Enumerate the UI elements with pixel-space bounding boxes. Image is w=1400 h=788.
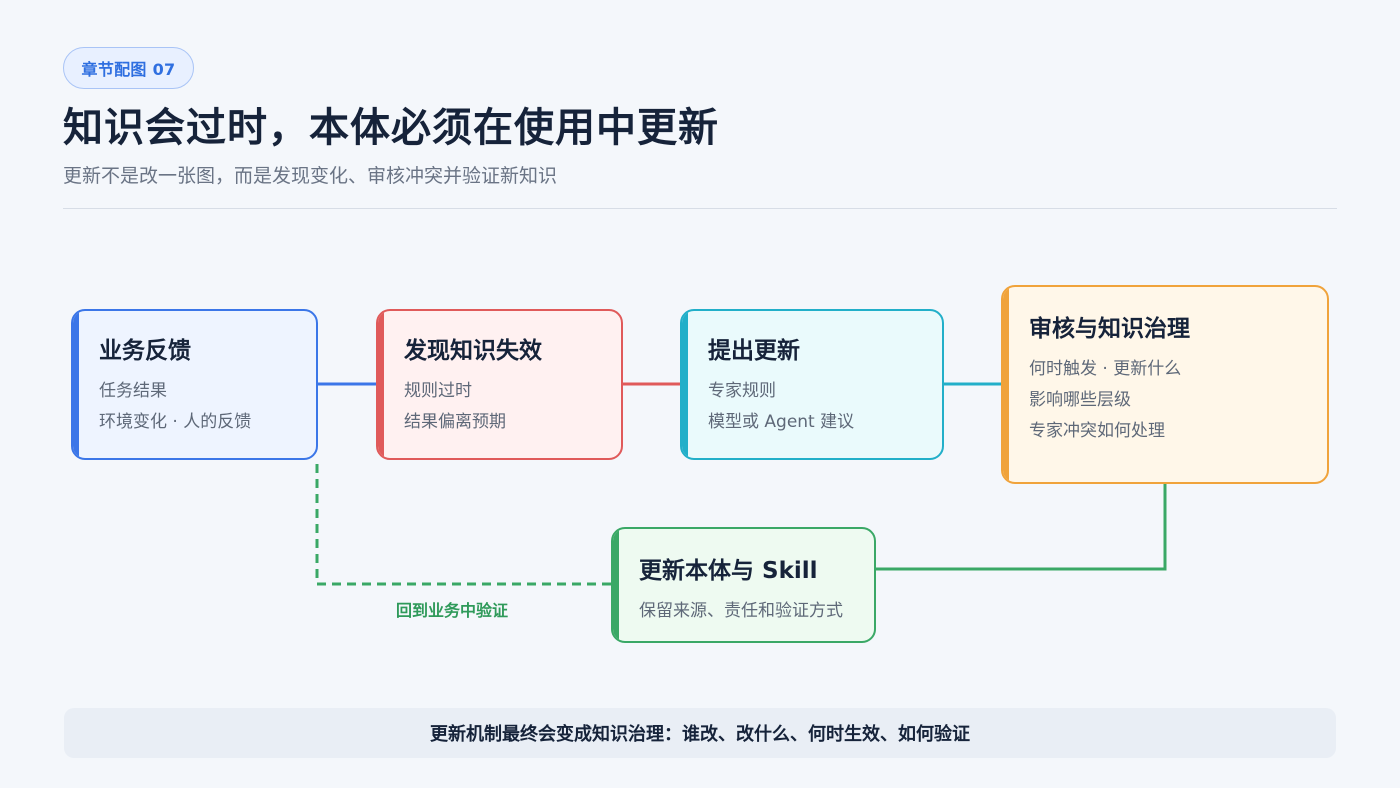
connector-review-update [876, 484, 1167, 571]
node-knowledge-failure: 发现知识失效 规则过时 结果偏离预期 [376, 309, 623, 460]
node-line: 何时触发 · 更新什么 [1029, 359, 1182, 379]
node-line: 结果偏离预期 [404, 412, 506, 432]
node-accent-bar [1003, 287, 1009, 482]
footer-summary: 更新机制最终会变成知识治理：谁改、改什么、何时生效、如何验证 [64, 708, 1336, 758]
page-title: 知识会过时，本体必须在使用中更新 [63, 105, 719, 151]
node-line: 环境变化 · 人的反馈 [99, 412, 252, 432]
node-line: 模型或 Agent 建议 [708, 412, 855, 432]
page-subtitle: 更新不是改一张图，而是发现变化、审核冲突并验证新知识 [63, 165, 558, 187]
header-divider [63, 208, 1337, 209]
node-review-governance: 审核与知识治理 何时触发 · 更新什么 影响哪些层级 专家冲突如何处理 [1001, 285, 1329, 484]
node-accent-bar [613, 529, 619, 641]
node-business-feedback: 业务反馈 任务结果 环境变化 · 人的反馈 [71, 309, 318, 460]
node-line: 保留来源、责任和验证方式 [639, 601, 843, 621]
chapter-badge: 章节配图 07 [63, 47, 194, 89]
node-accent-bar [73, 311, 79, 458]
node-title: 发现知识失效 [404, 338, 542, 364]
node-accent-bar [378, 311, 384, 458]
node-title: 更新本体与 Skill [639, 558, 818, 584]
node-line: 影响哪些层级 [1029, 390, 1131, 410]
node-title: 业务反馈 [99, 338, 191, 364]
node-line: 专家冲突如何处理 [1029, 421, 1165, 441]
node-line: 任务结果 [99, 381, 167, 401]
node-propose-update: 提出更新 专家规则 模型或 Agent 建议 [680, 309, 944, 460]
node-line: 规则过时 [404, 381, 472, 401]
connector-loop-back-dashed [315, 460, 611, 586]
node-title: 提出更新 [708, 338, 800, 364]
node-accent-bar [682, 311, 688, 458]
node-title: 审核与知识治理 [1029, 316, 1190, 342]
loop-back-label: 回到业务中验证 [396, 601, 509, 620]
node-line: 专家规则 [708, 381, 776, 401]
node-update-ontology-skill: 更新本体与 Skill 保留来源、责任和验证方式 [611, 527, 876, 643]
